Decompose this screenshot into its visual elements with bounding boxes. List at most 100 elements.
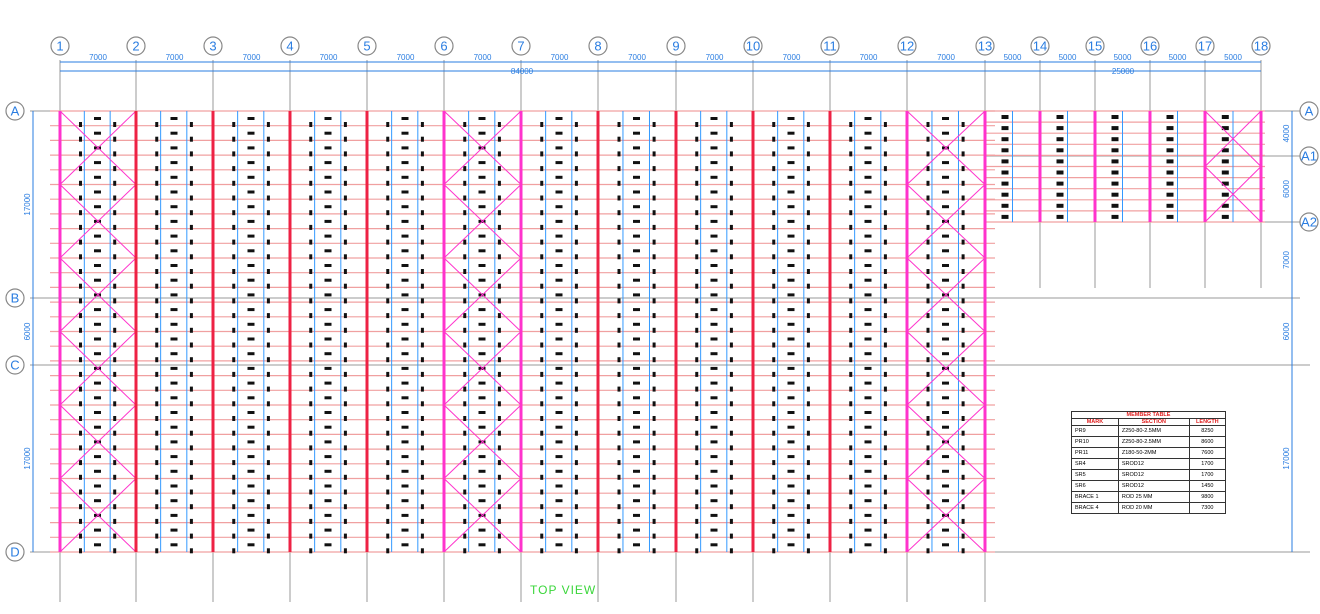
- purlin-clip: [401, 381, 409, 385]
- purlin-clip: [79, 430, 82, 436]
- purlin-clip: [942, 308, 949, 312]
- purlin-clip: [463, 401, 467, 407]
- purlin-clip: [343, 445, 347, 451]
- member-table-title: MEMBER TABLE: [1071, 411, 1226, 419]
- purlin-clip: [232, 195, 236, 201]
- purlin-clip: [883, 283, 887, 289]
- purlin-clip: [232, 489, 236, 495]
- purlin-clip: [864, 352, 872, 356]
- purlin-clip: [478, 117, 486, 120]
- purlin-clip: [633, 366, 640, 370]
- purlin-clip: [324, 396, 332, 400]
- purlin-clip: [695, 210, 699, 216]
- purlin-clip: [497, 342, 501, 348]
- purlin-clip: [232, 474, 236, 480]
- purlin-clip: [961, 518, 965, 524]
- length: 8250: [1188, 425, 1227, 437]
- brace-rod: [906, 184, 986, 259]
- purlin-clip: [189, 416, 193, 421]
- purlin-clip: [710, 219, 718, 223]
- purlin-clip: [864, 278, 872, 282]
- purlin-clip: [1001, 159, 1009, 164]
- purlin-clip: [540, 269, 544, 274]
- grid-label-col: 15: [1088, 39, 1102, 54]
- purlin-clip: [617, 371, 621, 377]
- purlin-clip: [555, 337, 563, 341]
- purlin-clip: [633, 322, 640, 326]
- purlin-clip: [633, 131, 640, 135]
- purlin-clip: [787, 131, 795, 135]
- purlin-clip: [79, 460, 82, 466]
- purlin-clip: [555, 175, 563, 179]
- purlin-clip: [497, 548, 501, 554]
- purlin-clip: [386, 371, 390, 377]
- purlin-clip: [942, 117, 949, 120]
- purlin-clip: [652, 460, 656, 466]
- purlin-clip: [961, 298, 965, 304]
- purlin-clip: [555, 352, 563, 356]
- purlin-clip: [247, 440, 255, 444]
- purlin-clip: [113, 416, 117, 421]
- purlin-clip: [386, 357, 390, 363]
- purlin-clip: [926, 122, 930, 127]
- purlin-clip: [232, 210, 236, 216]
- purlin-clip: [926, 548, 930, 554]
- purlin-clip: [1056, 126, 1064, 131]
- purlin-clip: [463, 386, 467, 392]
- purlin-clip: [79, 210, 82, 216]
- purlin-clip: [170, 205, 178, 209]
- purlin-clip: [617, 518, 621, 524]
- purlin-clip: [883, 401, 887, 407]
- purlin-clip: [806, 430, 810, 436]
- purlin-clip: [94, 381, 101, 385]
- purlin-clip: [883, 151, 887, 157]
- purlin-clip: [343, 416, 347, 421]
- purlin-clip: [170, 146, 178, 150]
- purlin-clip: [478, 528, 486, 532]
- purlin-clip: [806, 224, 810, 230]
- purlin-clip: [79, 401, 82, 407]
- purlin-clip: [926, 474, 930, 480]
- mark: PR9: [1071, 425, 1119, 437]
- purlin-clip: [463, 460, 467, 466]
- purlin-clip: [324, 543, 332, 547]
- dimension-text: 7000: [320, 53, 338, 62]
- purlin-clip: [463, 224, 467, 230]
- purlin-clip: [883, 489, 887, 495]
- purlin-clip: [94, 322, 101, 326]
- purlin-clip: [247, 264, 255, 267]
- purlin-clip: [247, 322, 255, 326]
- purlin-clip: [633, 161, 640, 165]
- purlin-clip: [806, 313, 810, 319]
- purlin-clip: [961, 313, 965, 319]
- purlin-clip: [386, 416, 390, 421]
- purlin-clip: [652, 474, 656, 480]
- purlin-clip: [1001, 192, 1009, 197]
- purlin-clip: [555, 411, 563, 414]
- purlin-clip: [1166, 148, 1174, 153]
- purlin-clip: [420, 342, 424, 348]
- purlin-clip: [772, 269, 776, 274]
- purlin-clip: [864, 455, 872, 459]
- mark: SR5: [1071, 469, 1119, 481]
- purlin-clip: [266, 254, 270, 260]
- purlin-clip: [113, 313, 117, 319]
- purlin-clip: [497, 269, 501, 274]
- purlin-clip: [540, 166, 544, 172]
- purlin-clip: [633, 528, 640, 532]
- purlin-clip: [695, 489, 699, 495]
- purlin-clip: [1221, 137, 1229, 142]
- purlin-clip: [155, 474, 159, 480]
- purlin-clip: [883, 445, 887, 451]
- purlin-clip: [617, 195, 621, 201]
- purlin-clip: [864, 175, 872, 179]
- purlin-clip: [710, 513, 718, 517]
- purlin-clip: [574, 489, 578, 495]
- purlin-clip: [695, 401, 699, 407]
- purlin-clip: [189, 460, 193, 466]
- purlin-clip: [710, 528, 718, 532]
- purlin-clip: [864, 543, 872, 547]
- purlin-clip: [79, 371, 82, 377]
- purlin-clip: [617, 342, 621, 348]
